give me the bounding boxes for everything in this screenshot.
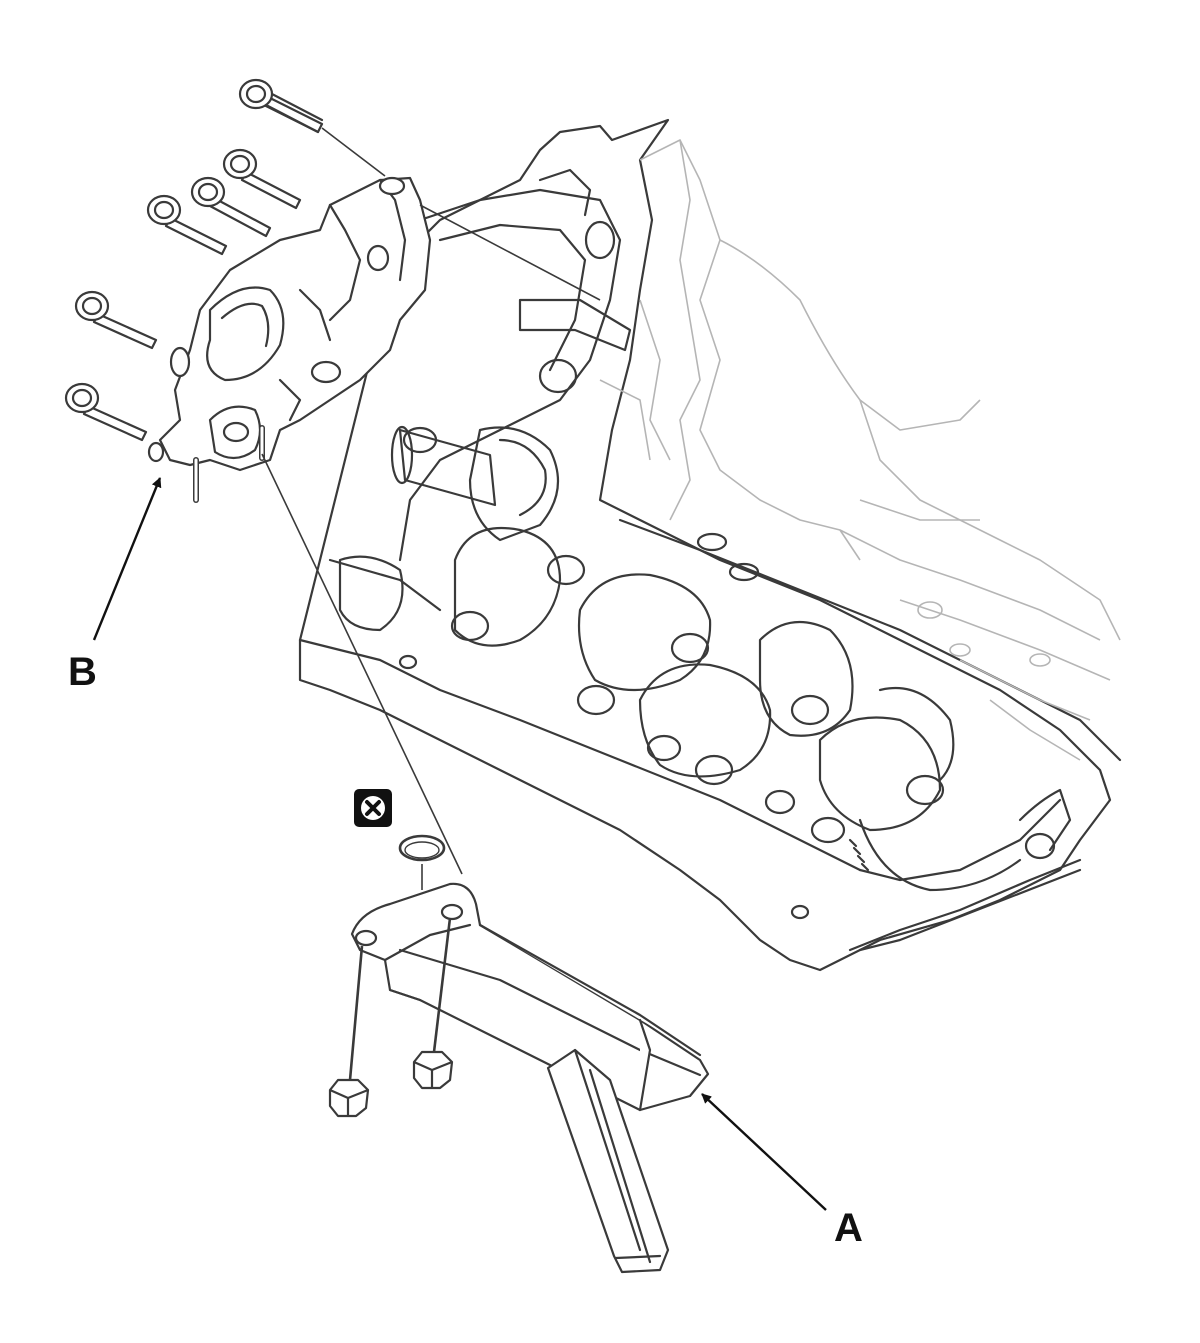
bolt-5: [74, 290, 158, 350]
bolt-6: [64, 382, 148, 442]
callout-label-a: A: [834, 1206, 863, 1250]
leader-line-a: [701, 1093, 827, 1211]
oil-strainer: [350, 882, 710, 1274]
bolt-3: [190, 176, 272, 238]
x-mark-icon: [361, 796, 385, 820]
pump-mounting-bolts: [64, 78, 324, 442]
o-ring: [398, 834, 446, 890]
strainer-fasteners: [328, 917, 454, 1118]
engine-block: [298, 118, 1122, 972]
engine-block-detail: [599, 139, 1121, 761]
x-box-icon: [354, 789, 392, 827]
leader-lines: [92, 477, 827, 1211]
callout-label-b: B: [68, 650, 97, 694]
flange-nut-right: [412, 1050, 454, 1090]
bolt-alignment-lines: [261, 127, 601, 875]
oil-pump: [147, 176, 432, 503]
bolt-1: [238, 78, 324, 134]
flange-nut-left: [328, 1078, 370, 1118]
bolt-2: [222, 148, 302, 210]
bolt-4: [146, 194, 228, 256]
leader-line-b: [92, 477, 162, 641]
